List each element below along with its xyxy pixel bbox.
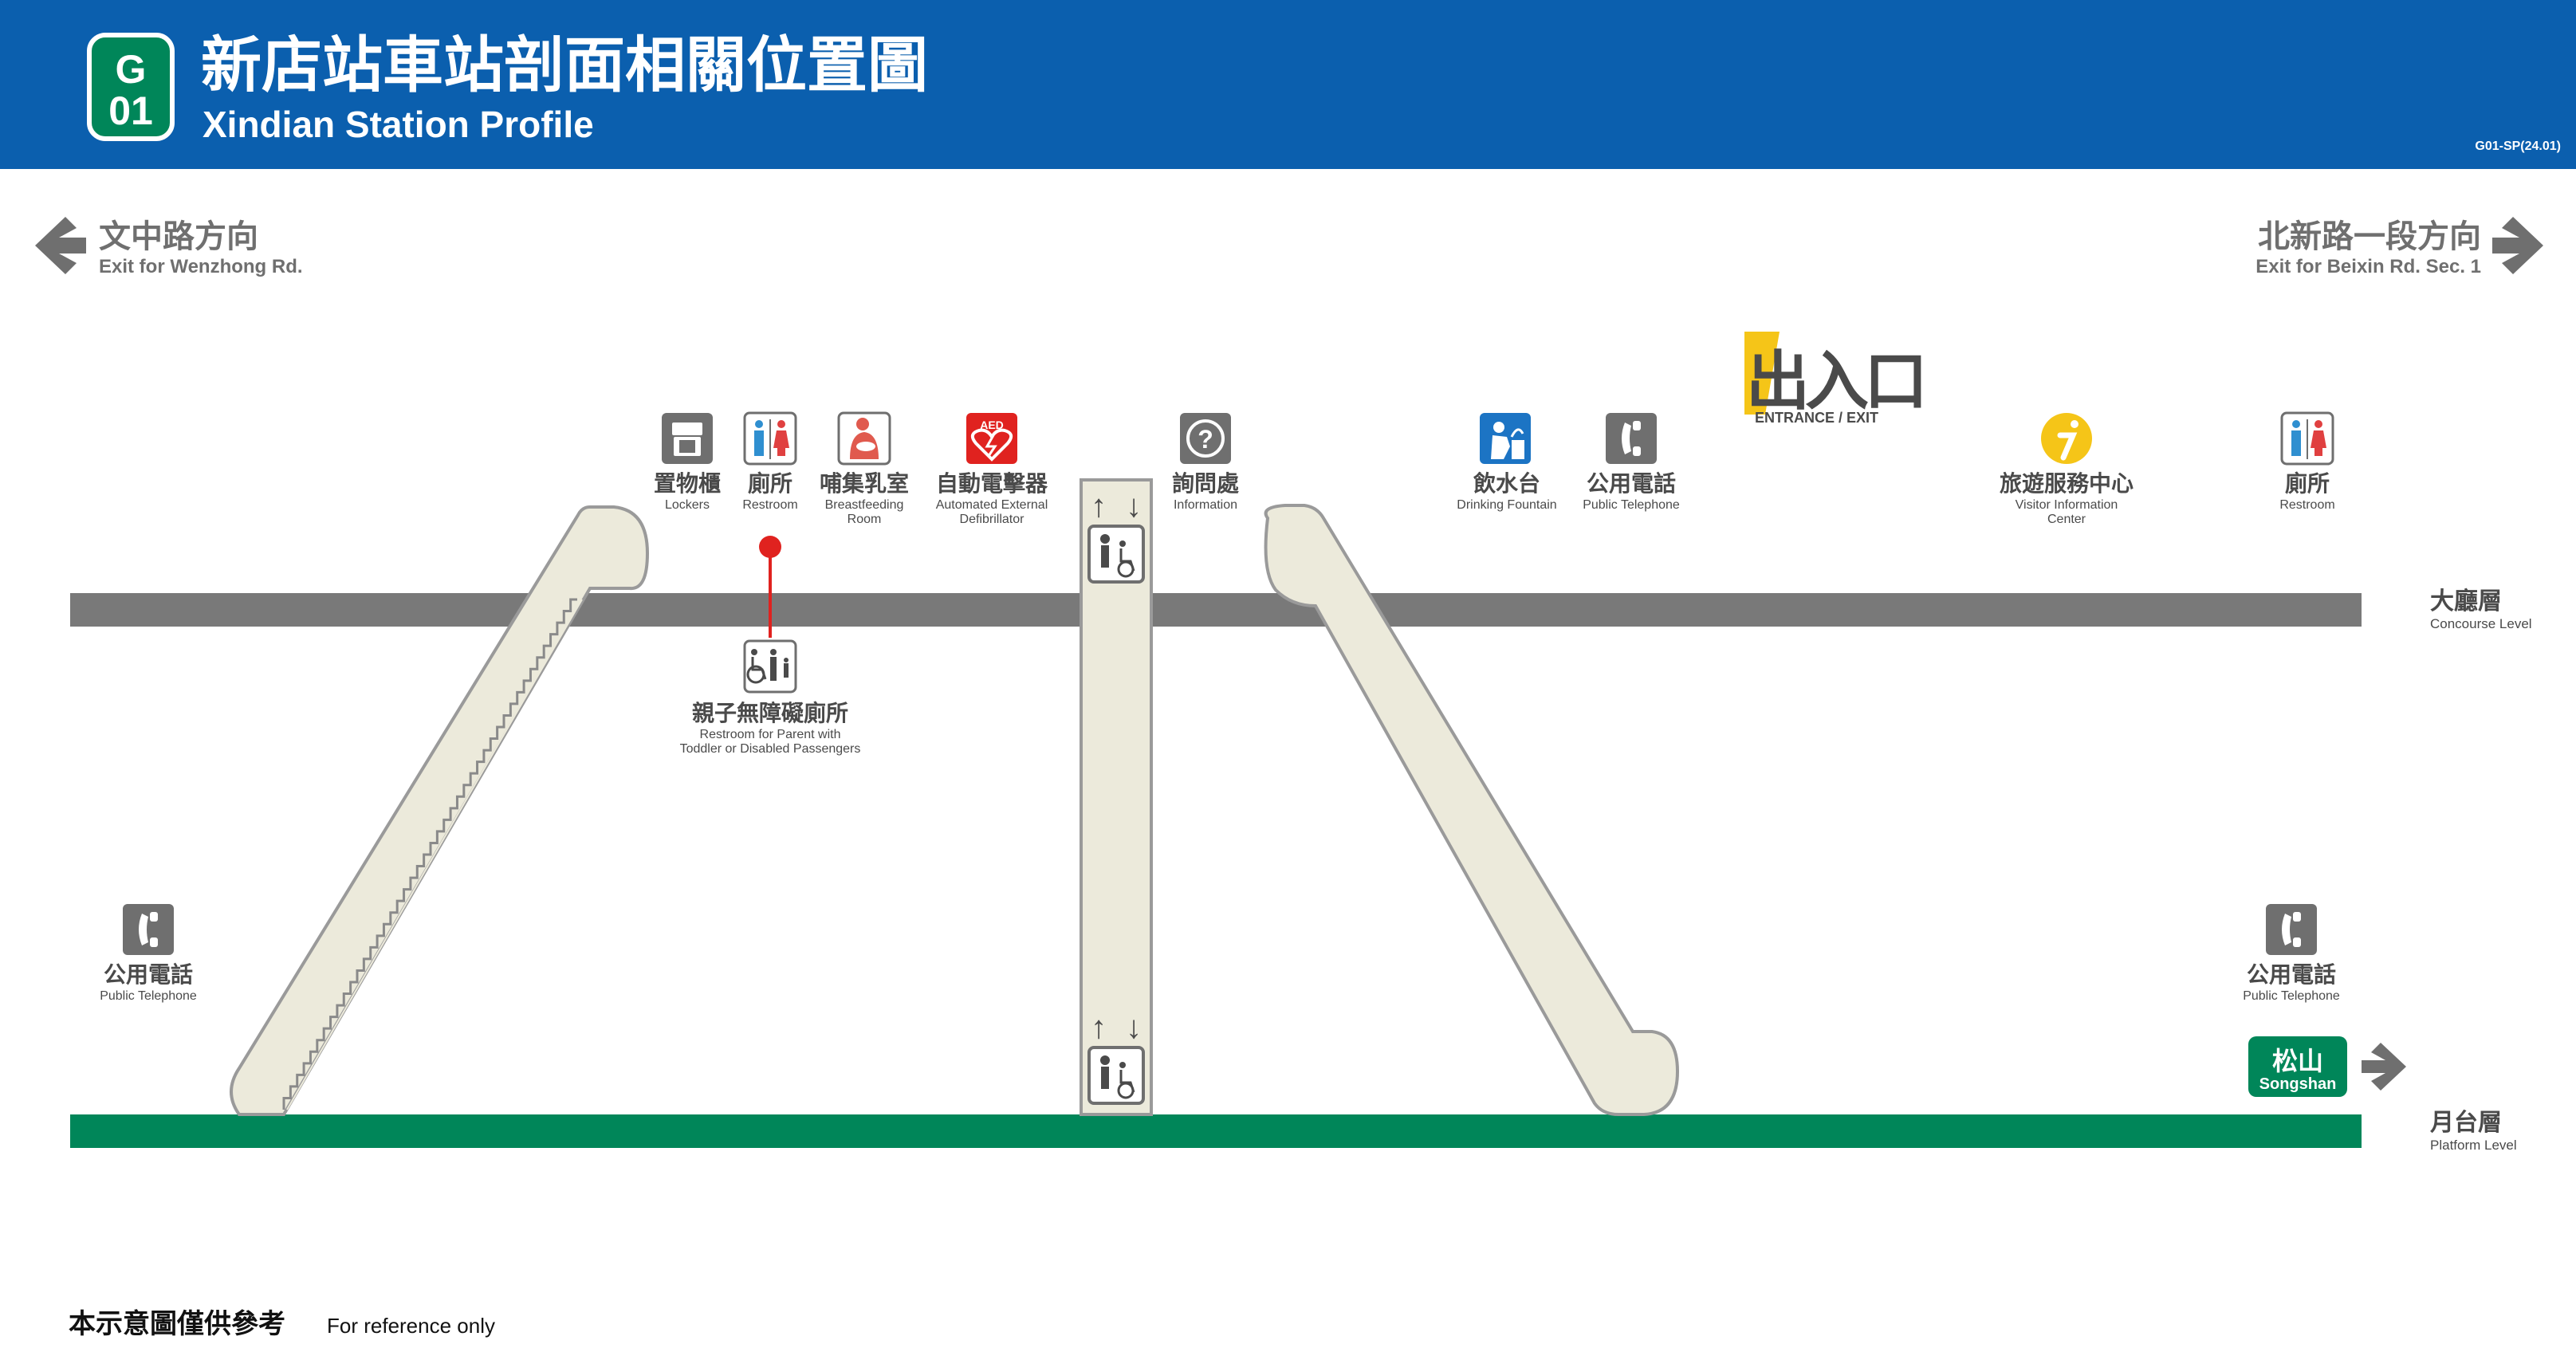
- locker-icon: [662, 413, 713, 464]
- line-badge-number: 01: [108, 88, 153, 133]
- aed-label-en1: Automated External: [936, 498, 1048, 512]
- restroom-left-label-en: Restroom: [742, 498, 797, 512]
- accessible-restroom-label-zh: 親子無障礙廁所: [692, 700, 848, 725]
- direction-right-zh: 北新路一段方向: [2258, 219, 2481, 254]
- wheelchair-icon: [743, 639, 797, 694]
- svg-text:↑: ↑: [1091, 1010, 1107, 1045]
- drinking-fountain-icon: [1480, 413, 1531, 464]
- platform-label-zh: 月台層: [2430, 1109, 2502, 1136]
- question-icon: ?: [1180, 413, 1231, 464]
- elevator-icon: ↑ ↓: [1087, 489, 1145, 584]
- restroom-left-label-zh: 廁所: [748, 470, 792, 496]
- telephone-top-label-zh: 公用電話: [1587, 470, 1676, 496]
- header-bar: [0, 0, 2576, 169]
- visitor-center-label-en1: Visitor Information: [2016, 498, 2118, 512]
- accessible-restroom-label-en2: Toddler or Disabled Passengers: [680, 742, 861, 756]
- information-label-zh: 詢問處: [1172, 470, 1239, 496]
- breastfeeding-label-zh: 哺集乳室: [820, 470, 909, 496]
- footnote-en: For reference only: [327, 1314, 495, 1338]
- platform-label-en: Platform Level: [2430, 1138, 2517, 1153]
- telephone-icon: [1606, 413, 1657, 464]
- stair-step-edge: [282, 598, 577, 1110]
- telephone-icon: [2266, 904, 2317, 955]
- aed-label-zh: 自動電擊器: [936, 471, 1048, 496]
- lockers-label-zh: 置物櫃: [654, 471, 721, 496]
- concourse-label-en: Concourse Level: [2430, 616, 2532, 631]
- aed-icon-text: AED: [980, 419, 1004, 431]
- aed-heart-icon: AED: [966, 413, 1017, 464]
- drinking-label-zh: 飲水台: [1473, 470, 1540, 496]
- telephone-right-label-en: Public Telephone: [2243, 989, 2340, 1003]
- telephone-left-label-en: Public Telephone: [100, 989, 197, 1003]
- telephone-right-label-zh: 公用電話: [2247, 961, 2336, 987]
- stair-left: [230, 505, 650, 1116]
- concourse-label-zh: 大廳層: [2430, 588, 2502, 615]
- elevator-icon: ↑ ↓: [1087, 1010, 1145, 1105]
- breastfeeding-label-en1: Breastfeeding: [825, 498, 904, 512]
- accessible-restroom-label-en1: Restroom for Parent with: [700, 728, 841, 741]
- restroom-icon: [2280, 411, 2334, 466]
- direction-left-en: Exit for Wenzhong Rd.: [99, 256, 303, 277]
- train-direction-en: Songshan: [2259, 1075, 2337, 1093]
- svg-text:↑: ↑: [1091, 489, 1107, 524]
- svg-text:?: ?: [1198, 425, 1213, 454]
- restroom-right-label-zh: 廁所: [2285, 470, 2330, 496]
- restroom-icon: [743, 411, 797, 466]
- breastfeeding-icon: [837, 411, 891, 466]
- concourse-level-bar: [70, 593, 2362, 627]
- train-direction-badge: [2248, 1036, 2347, 1097]
- map-code: G01-SP(24.01): [2475, 140, 2561, 153]
- direction-left-zh: 文中路方向: [99, 219, 258, 254]
- exit-sign-zh: 出入口: [1746, 346, 1923, 417]
- train-direction-zh: 松山: [2272, 1047, 2323, 1075]
- exit-sign-en: ENTRANCE / EXIT: [1755, 410, 1878, 426]
- arrow-right-icon: [2362, 1043, 2406, 1091]
- visitor-center-label-en2: Center: [2047, 513, 2086, 526]
- platform-level-bar: [70, 1114, 2362, 1148]
- stair-right: [1264, 504, 1680, 1116]
- line-badge-letter: G: [116, 47, 147, 92]
- breastfeeding-label-en2: Room: [848, 513, 882, 526]
- arrow-left-icon: [35, 217, 86, 274]
- visitor-info-icon: [2041, 413, 2092, 464]
- telephone-icon: [123, 904, 174, 955]
- telephone-top-label-en: Public Telephone: [1583, 498, 1680, 512]
- stair-left-steps: [282, 598, 577, 1110]
- page-title-zh: 新店站車站剖面相關位置圖: [201, 32, 928, 100]
- drinking-label-en: Drinking Fountain: [1457, 498, 1556, 512]
- page-title-en: Xindian Station Profile: [203, 104, 594, 145]
- location-marker: [759, 536, 781, 558]
- footnote-zh: 本示意圖僅供參考: [69, 1309, 285, 1339]
- svg-text:↓: ↓: [1126, 1010, 1142, 1045]
- telephone-left-label-zh: 公用電話: [104, 961, 193, 987]
- elevator-shaft: [1080, 478, 1153, 1116]
- restroom-right-label-en: Restroom: [2279, 498, 2334, 512]
- direction-right-en: Exit for Beixin Rd. Sec. 1: [2255, 256, 2481, 277]
- aed-label-en2: Defibrillator: [960, 513, 1025, 526]
- visitor-center-label-zh: 旅遊服務中心: [2000, 470, 2134, 496]
- svg-text:↓: ↓: [1126, 489, 1142, 524]
- lockers-label-en: Lockers: [665, 498, 710, 512]
- information-label-en: Information: [1174, 498, 1237, 512]
- arrow-right-icon: [2492, 217, 2543, 274]
- line-badge: [87, 33, 175, 141]
- entrance-exit-sign: 出入口 ENTRANCE / EXIT: [1744, 332, 1928, 426]
